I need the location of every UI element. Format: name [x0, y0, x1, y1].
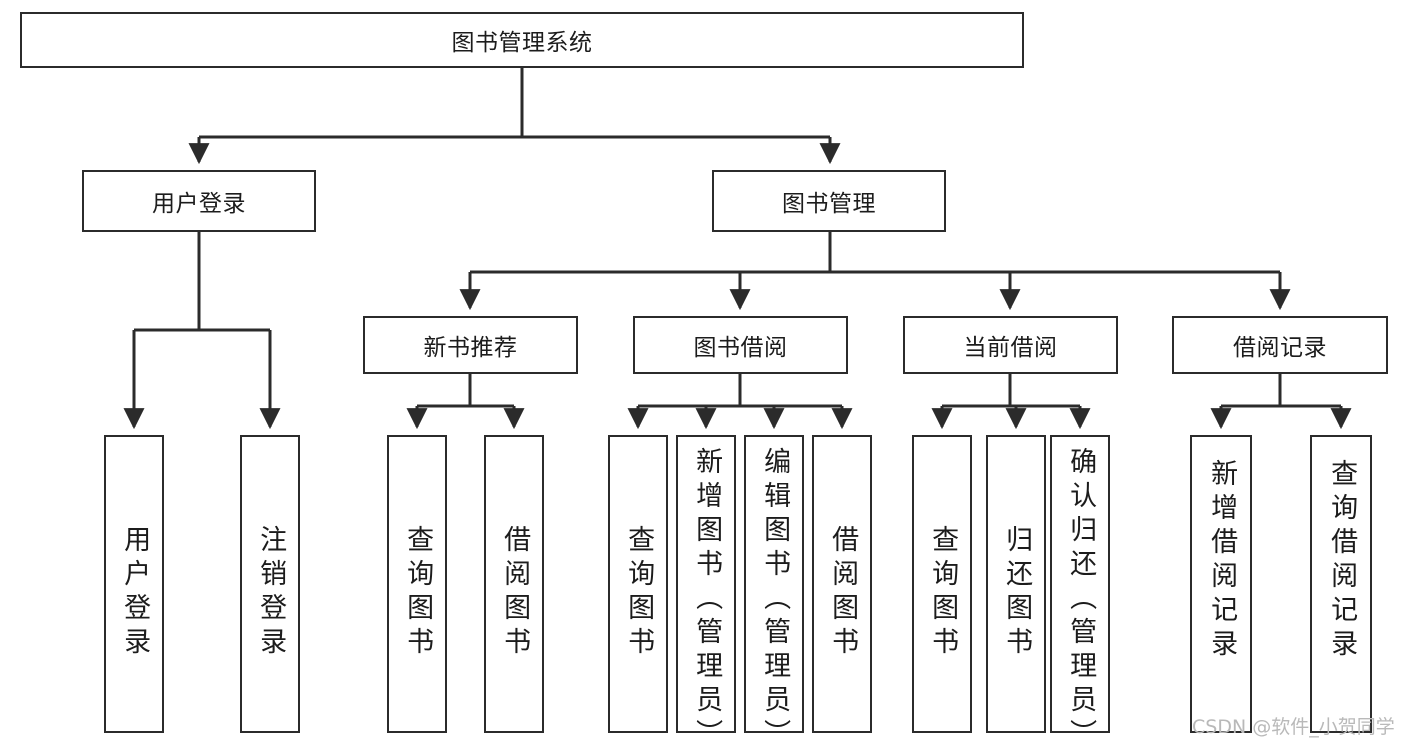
leaf-node[interactable]: 查询图书 [912, 435, 972, 733]
node-book-management[interactable]: 图书管理 [712, 170, 946, 232]
leaf-node[interactable]: 新增借阅记录 [1190, 435, 1252, 733]
leaf-node[interactable]: 查询图书 [387, 435, 447, 733]
node-current-borrow-label: 当前借阅 [963, 335, 1058, 361]
leaf-node-label: 归还图书 [1001, 525, 1033, 661]
node-book-borrow[interactable]: 图书借阅 [633, 316, 848, 374]
leaf-node[interactable]: 查询图书 [608, 435, 668, 733]
leaf-node[interactable]: 查询借阅记录 [1310, 435, 1372, 733]
leaf-node-label: 注销登录 [255, 525, 287, 661]
node-user-login[interactable]: 用户登录 [82, 170, 316, 232]
leaf-node-label: 查询图书 [927, 525, 959, 661]
leaf-node[interactable]: 借阅图书 [812, 435, 872, 733]
node-new-book-recommend[interactable]: 新书推荐 [363, 316, 578, 374]
leaf-node[interactable]: 借阅图书 [484, 435, 544, 733]
node-book-management-label: 图书管理 [782, 191, 876, 217]
watermark-text: CSDN @软件_小贺同学 [1192, 716, 1395, 738]
leaf-node-label: 用户登录 [119, 525, 151, 661]
leaf-node-label: 编辑图书（管理员） [759, 447, 791, 753]
leaf-node-label: 查询图书 [402, 525, 434, 661]
node-borrow-record[interactable]: 借阅记录 [1172, 316, 1388, 374]
leaf-node[interactable]: 确认归还（管理员） [1050, 435, 1110, 753]
node-root-label: 图书管理系统 [451, 30, 593, 56]
leaf-node[interactable]: 用户登录 [104, 435, 164, 733]
node-borrow-record-label: 借阅记录 [1233, 335, 1327, 361]
leaf-node-label: 查询借阅记录 [1326, 459, 1358, 663]
node-root[interactable]: 图书管理系统 [20, 12, 1024, 68]
leaf-node-label: 借阅图书 [499, 525, 531, 661]
leaf-node[interactable]: 归还图书 [986, 435, 1046, 733]
node-book-borrow-label: 图书借阅 [693, 335, 788, 361]
node-current-borrow[interactable]: 当前借阅 [903, 316, 1118, 374]
node-new-book-recommend-label: 新书推荐 [423, 335, 518, 361]
leaf-node-label: 新增图书（管理员） [691, 447, 723, 753]
node-user-login-label: 用户登录 [152, 191, 246, 217]
leaf-node-label: 借阅图书 [827, 525, 859, 661]
leaf-node[interactable]: 新增图书（管理员） [676, 435, 736, 753]
leaf-node-label: 新增借阅记录 [1206, 459, 1238, 663]
leaf-node[interactable]: 注销登录 [240, 435, 300, 733]
leaf-node[interactable]: 编辑图书（管理员） [744, 435, 804, 753]
leaf-node-label: 查询图书 [623, 525, 655, 661]
leaf-node-label: 确认归还（管理员） [1065, 447, 1097, 753]
